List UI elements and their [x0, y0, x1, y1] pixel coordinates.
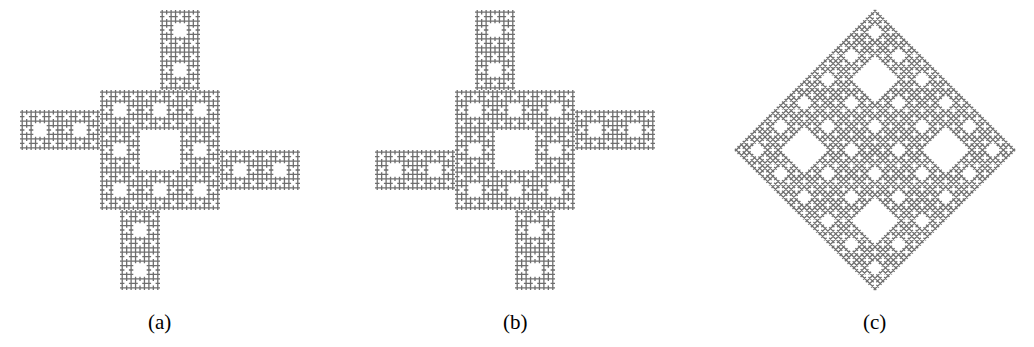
- fractal-figure: [375, 10, 655, 290]
- fractal-figure: [20, 10, 300, 290]
- fractal-path: [20, 10, 300, 290]
- fractal-path: [375, 10, 655, 290]
- subfigure-label: (c): [863, 310, 886, 335]
- subfigure-label: (a): [148, 310, 171, 335]
- fractal-path: [734, 9, 1017, 292]
- subfigure-label: (b): [503, 310, 528, 335]
- fractal-figure: [734, 9, 1017, 292]
